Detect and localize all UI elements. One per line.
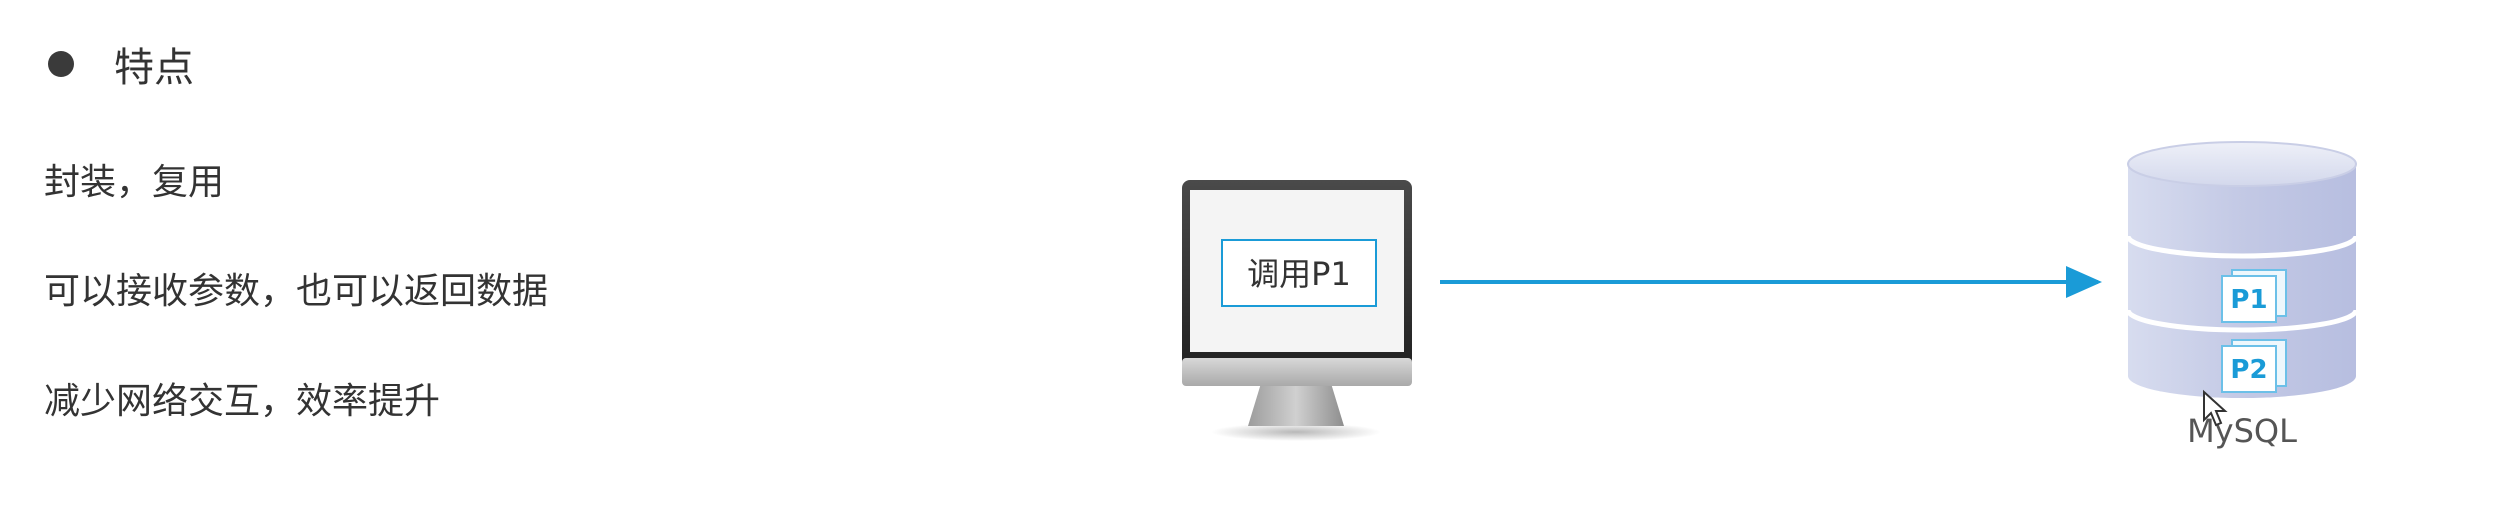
mouse-cursor-icon	[2203, 389, 2228, 427]
computer-icon: 调用P1	[1182, 180, 1412, 441]
feature-point-reuse: 封装，复用	[44, 162, 225, 203]
section-heading: 特点	[48, 34, 194, 94]
call-p1-label: 调用P1	[1247, 255, 1351, 293]
database-icon: P1 P2 MySQL	[2125, 141, 2359, 450]
feature-point-params: 可以接收参数，也可以返回数据	[44, 271, 549, 312]
bullet-icon	[48, 51, 74, 77]
feature-point-efficiency: 减少网络交互，效率提升	[44, 381, 441, 422]
heading-title: 特点	[114, 45, 194, 91]
procedure-p2-icon: P2	[2221, 339, 2287, 393]
procedure-p1-label: P1	[2230, 285, 2267, 315]
procedure-p2-label: P2	[2230, 355, 2267, 385]
procedure-p1-icon: P1	[2221, 269, 2287, 323]
call-p1-box	[1221, 239, 1377, 307]
